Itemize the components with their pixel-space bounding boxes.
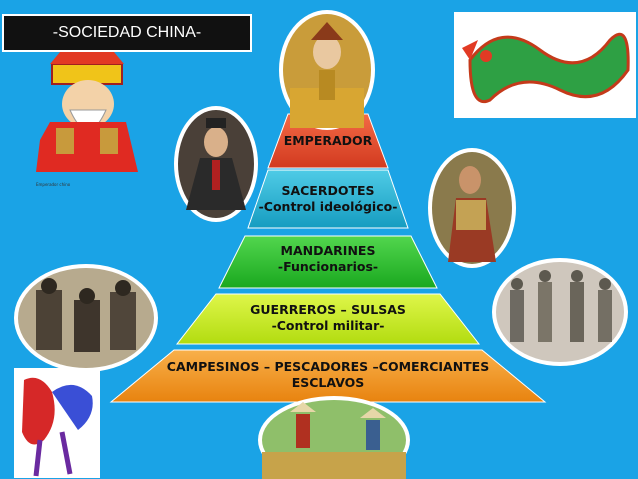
guerreros-title: GUERREROS – SULSAS xyxy=(250,302,406,317)
emperor-cartoon-caption: Emperador chino xyxy=(36,182,71,187)
pyramid-level-label-emperador: EMPERADOR xyxy=(283,133,373,148)
mandarines-subtitle: -Funcionarios- xyxy=(277,259,379,274)
pyramid-level-campesinos xyxy=(109,349,547,403)
guerreros-subtitle: -Control militar- xyxy=(271,318,385,333)
farmers-photo xyxy=(258,396,410,479)
pyramid-level-label-guerreros: GUERREROS – SULSAS -Control militar- xyxy=(177,302,479,334)
mandarines-title: MANDARINES xyxy=(280,243,376,258)
dragon-icon xyxy=(454,12,636,118)
samurai-photo xyxy=(14,264,158,372)
pyramid-level-sacerdotes xyxy=(247,169,409,229)
warrior-portrait xyxy=(428,148,516,268)
pyramid-level-mandarines xyxy=(218,235,438,289)
emperor-cartoon-icon xyxy=(36,52,138,172)
pyramid-level-guerreros xyxy=(175,293,481,345)
campesinos-title: CAMPESINOS – PESCADORES –COMERCIANTES xyxy=(166,359,490,374)
dancing-figure-icon xyxy=(14,368,100,478)
emperor-portrait xyxy=(279,10,375,130)
terracotta-warriors-photo xyxy=(492,258,628,366)
pyramid-level-label-mandarines: MANDARINES -Funcionarios- xyxy=(219,243,437,275)
campesinos-subtitle: ESCLAVOS xyxy=(291,375,365,390)
pyramid-level-label-sacerdotes: SACERDOTES -Control ideológico- xyxy=(248,183,408,215)
priest-portrait xyxy=(174,106,258,222)
pyramid-level-label-campesinos: CAMPESINOS – PESCADORES –COMERCIANTES ES… xyxy=(111,359,545,391)
sacerdotes-subtitle: -Control ideológico- xyxy=(258,199,398,214)
sacerdotes-title: SACERDOTES xyxy=(281,183,375,198)
page-title: -SOCIEDAD CHINA- xyxy=(2,14,252,52)
